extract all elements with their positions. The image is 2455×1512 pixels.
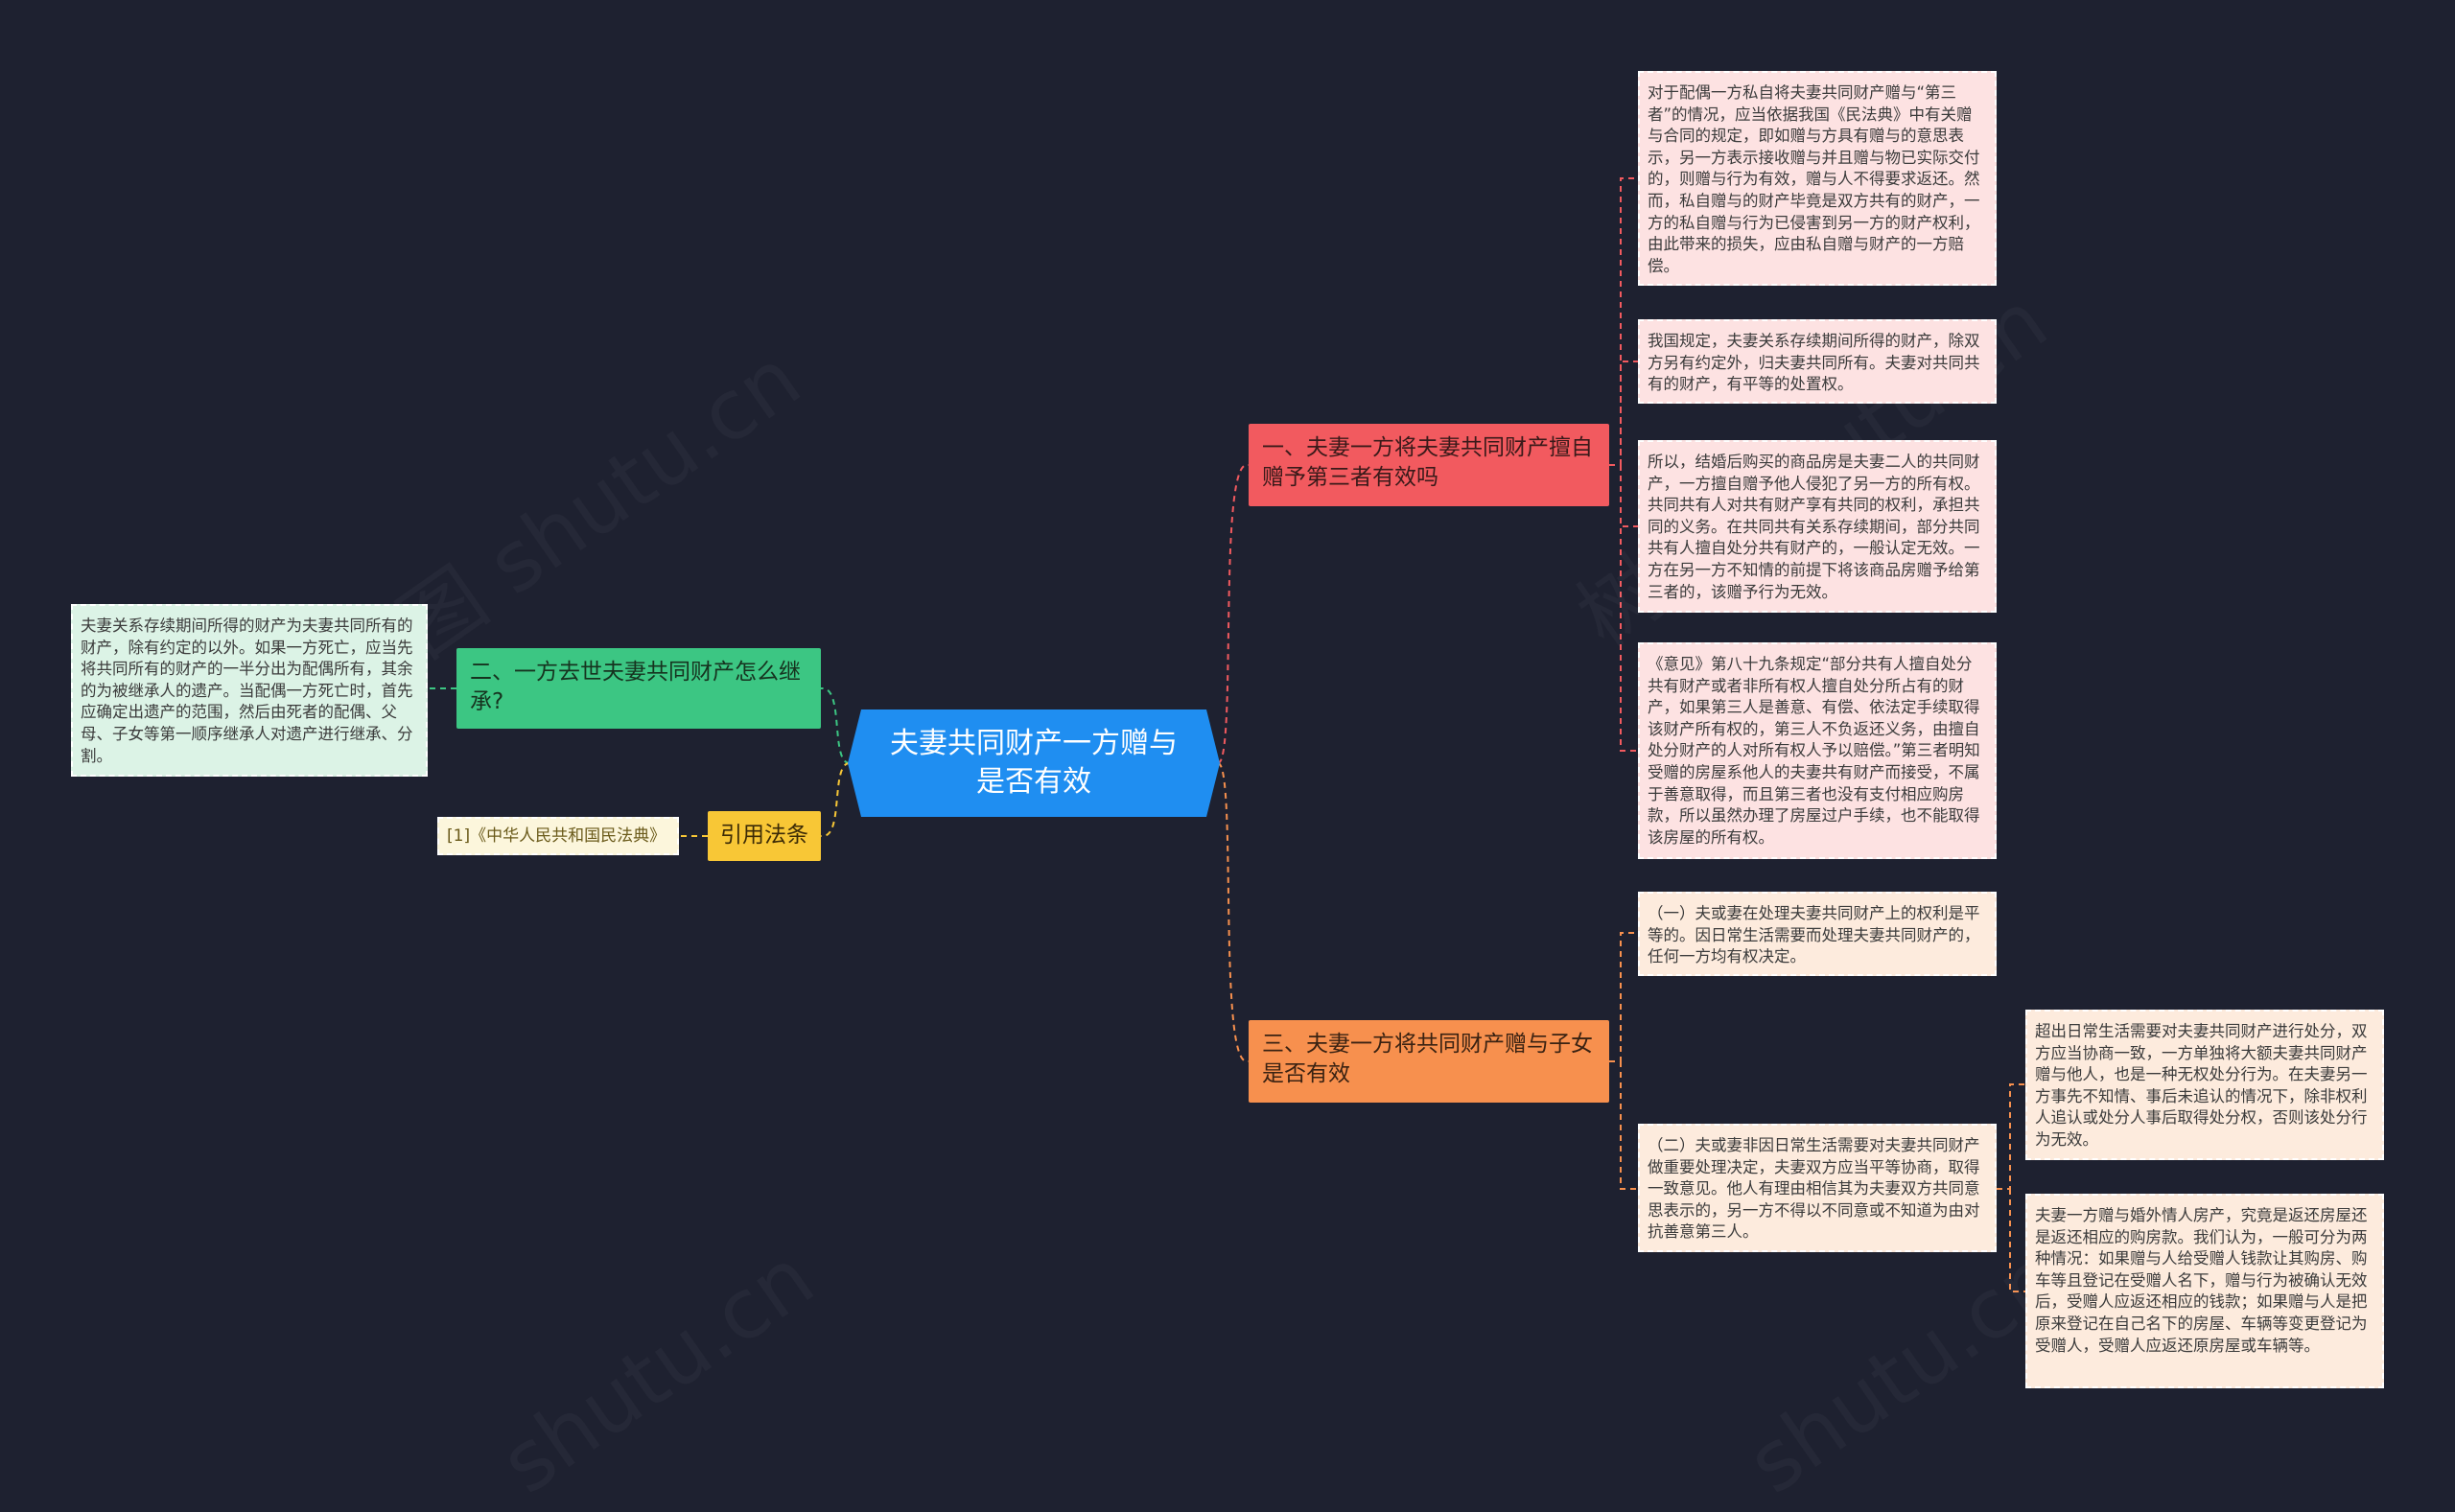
leaf-text: [1]《中华人民共和国民法典》 [447,826,666,846]
connector-three-leaf-1 [1609,932,1638,1062]
leaf-text: 我国规定，夫妻关系存续期间所得的财产，除双方另有约定外，归夫妻共同所有。夫妻对共… [1648,332,1980,394]
connector-one-leaf-4 [1620,465,1638,752]
branch-one[interactable]: 一、夫妻一方将夫妻共同财产擅自赠予第三者有效吗 [1249,424,1609,506]
branch-one-leaf-3[interactable]: 所以，结婚后购买的商品房是夫妻二人的共同财产，一方擅自赠予他人侵犯了另一方的所有… [1638,440,1997,613]
leaf-text: 夫妻一方赠与婚外情人房产，究竟是返还房屋还是返还相应的购房款。我们认为，一般可分… [2035,1206,2368,1355]
branch-one-leaf-1[interactable]: 对于配偶一方私自将夫妻共同财产赠与“第三者”的情况，应当依据我国《民法典》中有关… [1638,71,1997,286]
branch-two-leaf[interactable]: 夫妻关系存续期间所得的财产为夫妻共同所有的财产，除有约定的以外。如果一方死亡，应… [71,604,428,777]
connector-three-subleaf-1 [1997,1083,2025,1190]
connector-center-branch-two [821,687,851,764]
connector-three-subleaf-2 [2009,1189,2025,1292]
connector-center-branch-three [1217,762,1249,1062]
branch-one-leaf-2[interactable]: 我国规定，夫妻关系存续期间所得的财产，除双方另有约定外，归夫妻共同所有。夫妻对共… [1638,319,1997,404]
branch-three-label: 三、夫妻一方将共同财产赠与子女是否有效 [1262,1032,1593,1086]
leaf-text: 夫妻关系存续期间所得的财产为夫妻共同所有的财产，除有约定的以外。如果一方死亡，应… [81,616,413,765]
branch-reference-label: 引用法条 [720,823,808,848]
branch-three-leaf-2[interactable]: （二）夫或妻非因日常生活需要对夫妻共同财产做重要处理决定，夫妻双方应当平等协商，… [1638,1124,1997,1252]
central-topic[interactable]: 夫妻共同财产一方赠与是否有效 [848,709,1220,817]
branch-three-subleaf-1[interactable]: 超出日常生活需要对夫妻共同财产进行处分，双方应当协商一致，一方单独将大额夫妻共同… [2025,1010,2384,1160]
branch-three-leaf-1[interactable]: （一）夫或妻在处理夫妻共同财产上的权利是平等的。因日常生活需要而处理夫妻共同财产… [1638,892,1997,976]
connector-three-leaf-2 [1620,1061,1638,1190]
leaf-text: （二）夫或妻非因日常生活需要对夫妻共同财产做重要处理决定，夫妻双方应当平等协商，… [1648,1136,1980,1242]
branch-one-label: 一、夫妻一方将夫妻共同财产擅自赠予第三者有效吗 [1262,435,1593,490]
mindmap-canvas: 树图 shutu.cn 树图 shutu.cn shutu.cn shutu.c… [71,71,2384,1388]
connector-lines [428,177,2025,1292]
branch-two-label: 二、一方去世夫妻共同财产怎么继承? [470,660,801,714]
connector-one-leaf-2 [1620,361,1638,465]
leaf-text: 《意见》第八十九条规定“部分共有人擅自处分共有财产或者非所有权人擅自处分所占有的… [1648,655,1980,847]
central-topic-label: 夫妻共同财产一方赠与是否有效 [890,727,1178,799]
branch-three-subleaf-2[interactable]: 夫妻一方赠与婚外情人房产，究竟是返还房屋还是返还相应的购房款。我们认为，一般可分… [2025,1194,2384,1388]
branch-two[interactable]: 二、一方去世夫妻共同财产怎么继承? [456,648,821,729]
leaf-text: 所以，结婚后购买的商品房是夫妻二人的共同财产，一方擅自赠予他人侵犯了另一方的所有… [1648,453,1980,601]
reference-leaf[interactable]: [1]《中华人民共和国民法典》 [437,817,679,855]
connector-center-branch-one [1217,464,1249,764]
branch-reference[interactable]: 引用法条 [708,811,821,861]
leaf-text: 对于配偶一方私自将夫妻共同财产赠与“第三者”的情况，应当依据我国《民法典》中有关… [1648,83,1980,275]
connector-center-branch-ref [821,762,851,837]
branch-three[interactable]: 三、夫妻一方将共同财产赠与子女是否有效 [1249,1020,1609,1103]
branch-one-leaf-4[interactable]: 《意见》第八十九条规定“部分共有人擅自处分共有财产或者非所有权人擅自处分所占有的… [1638,642,1997,859]
leaf-text: 超出日常生活需要对夫妻共同财产进行处分，双方应当协商一致，一方单独将大额夫妻共同… [2035,1022,2368,1149]
leaf-text: （一）夫或妻在处理夫妻共同财产上的权利是平等的。因日常生活需要而处理夫妻共同财产… [1648,904,1980,966]
connector-one-leaf-1 [1609,177,1638,466]
